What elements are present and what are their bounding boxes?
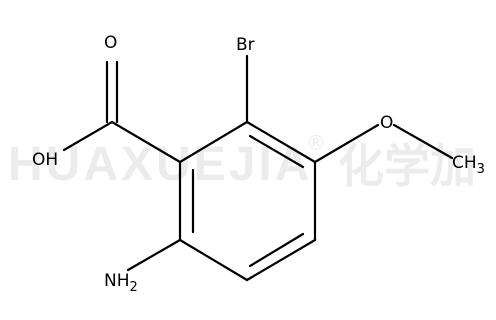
bond-ring-carboxyl	[110, 120, 182, 164]
amino-label-main: NH	[104, 271, 130, 291]
oxygen-methoxy-label: O	[380, 113, 393, 133]
bond-hydroxyl	[62, 120, 114, 152]
bond-ring-nitrogen	[126, 238, 182, 272]
ring-bond-c5-c6	[178, 238, 249, 282]
bromine-label: Br	[236, 35, 255, 55]
methyl-label: CH3	[452, 153, 485, 177]
amino-group: NH2	[104, 238, 182, 295]
bond-ring-oxygen	[313, 123, 380, 164]
watermark-registered: ®	[306, 131, 326, 155]
methyl-label-main: CH	[452, 153, 477, 173]
ring-bond-c4-c5-inner	[248, 232, 305, 268]
hydroxyl-label: OH	[32, 150, 58, 170]
bromo-group: Br	[236, 35, 255, 124]
watermark-chinese: 化学加	[338, 139, 476, 193]
watermark: HUAXUEJIA ® 化学加	[8, 131, 476, 193]
ring-bond-c2-c3	[245, 120, 317, 164]
ring-bond-c2-c3-inner	[248, 134, 305, 169]
ring-bond-c1-c2	[178, 120, 249, 164]
methyl-label-subscript: 3	[477, 162, 485, 177]
methoxy-group: O CH3	[313, 113, 485, 177]
oxygen-carbonyl-label: O	[104, 33, 117, 53]
carboxyl-group: O OH	[32, 33, 182, 170]
bond-oxygen-methyl	[392, 123, 454, 160]
amino-label: NH2	[104, 271, 138, 295]
ring-bond-c4-c5	[245, 238, 317, 282]
benzene-ring	[178, 120, 317, 282]
amino-label-subscript: 2	[130, 280, 138, 295]
watermark-latin: HUAXUEJIA	[8, 138, 312, 191]
